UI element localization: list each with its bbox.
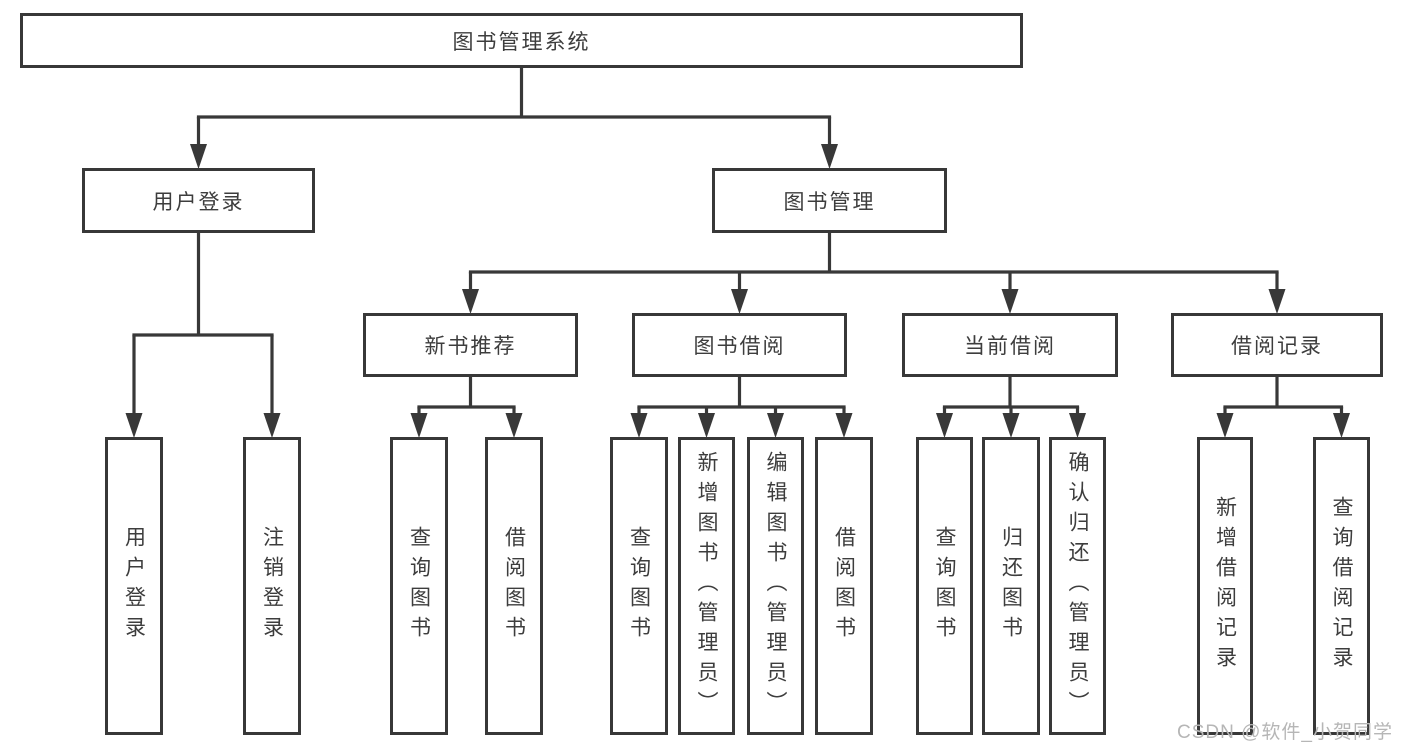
- watermark: CSDN @软件_小贺同学: [1177, 722, 1393, 743]
- node-bor-edit-book: 编辑图书（管理员）: [747, 437, 804, 735]
- node-current-borrowing: 当前借阅: [902, 313, 1118, 377]
- node-cur-query-book: 查询图书: [916, 437, 973, 735]
- node-new-book-recommend: 新书推荐: [363, 313, 578, 377]
- node-log-add-record: 新增借阅记录: [1197, 437, 1253, 735]
- node-rec-borrow-book: 借阅图书: [485, 437, 543, 735]
- node-log-query-record: 查询借阅记录: [1313, 437, 1370, 735]
- node-rec-query-book: 查询图书: [390, 437, 448, 735]
- node-bor-borrow-book: 借阅图书: [815, 437, 873, 735]
- node-user-login: 用户登录: [82, 168, 315, 233]
- node-book-management: 图书管理: [712, 168, 947, 233]
- node-leaf-login: 用户登录: [105, 437, 163, 735]
- node-cur-return-book: 归还图书: [982, 437, 1040, 735]
- node-borrowing-records: 借阅记录: [1171, 313, 1383, 377]
- node-bor-query-book: 查询图书: [610, 437, 668, 735]
- node-root: 图书管理系统: [20, 13, 1023, 68]
- node-bor-add-book: 新增图书（管理员）: [678, 437, 735, 735]
- node-book-borrowing: 图书借阅: [632, 313, 847, 377]
- node-cur-confirm-return: 确认归还（管理员）: [1049, 437, 1106, 735]
- node-leaf-logout: 注销登录: [243, 437, 301, 735]
